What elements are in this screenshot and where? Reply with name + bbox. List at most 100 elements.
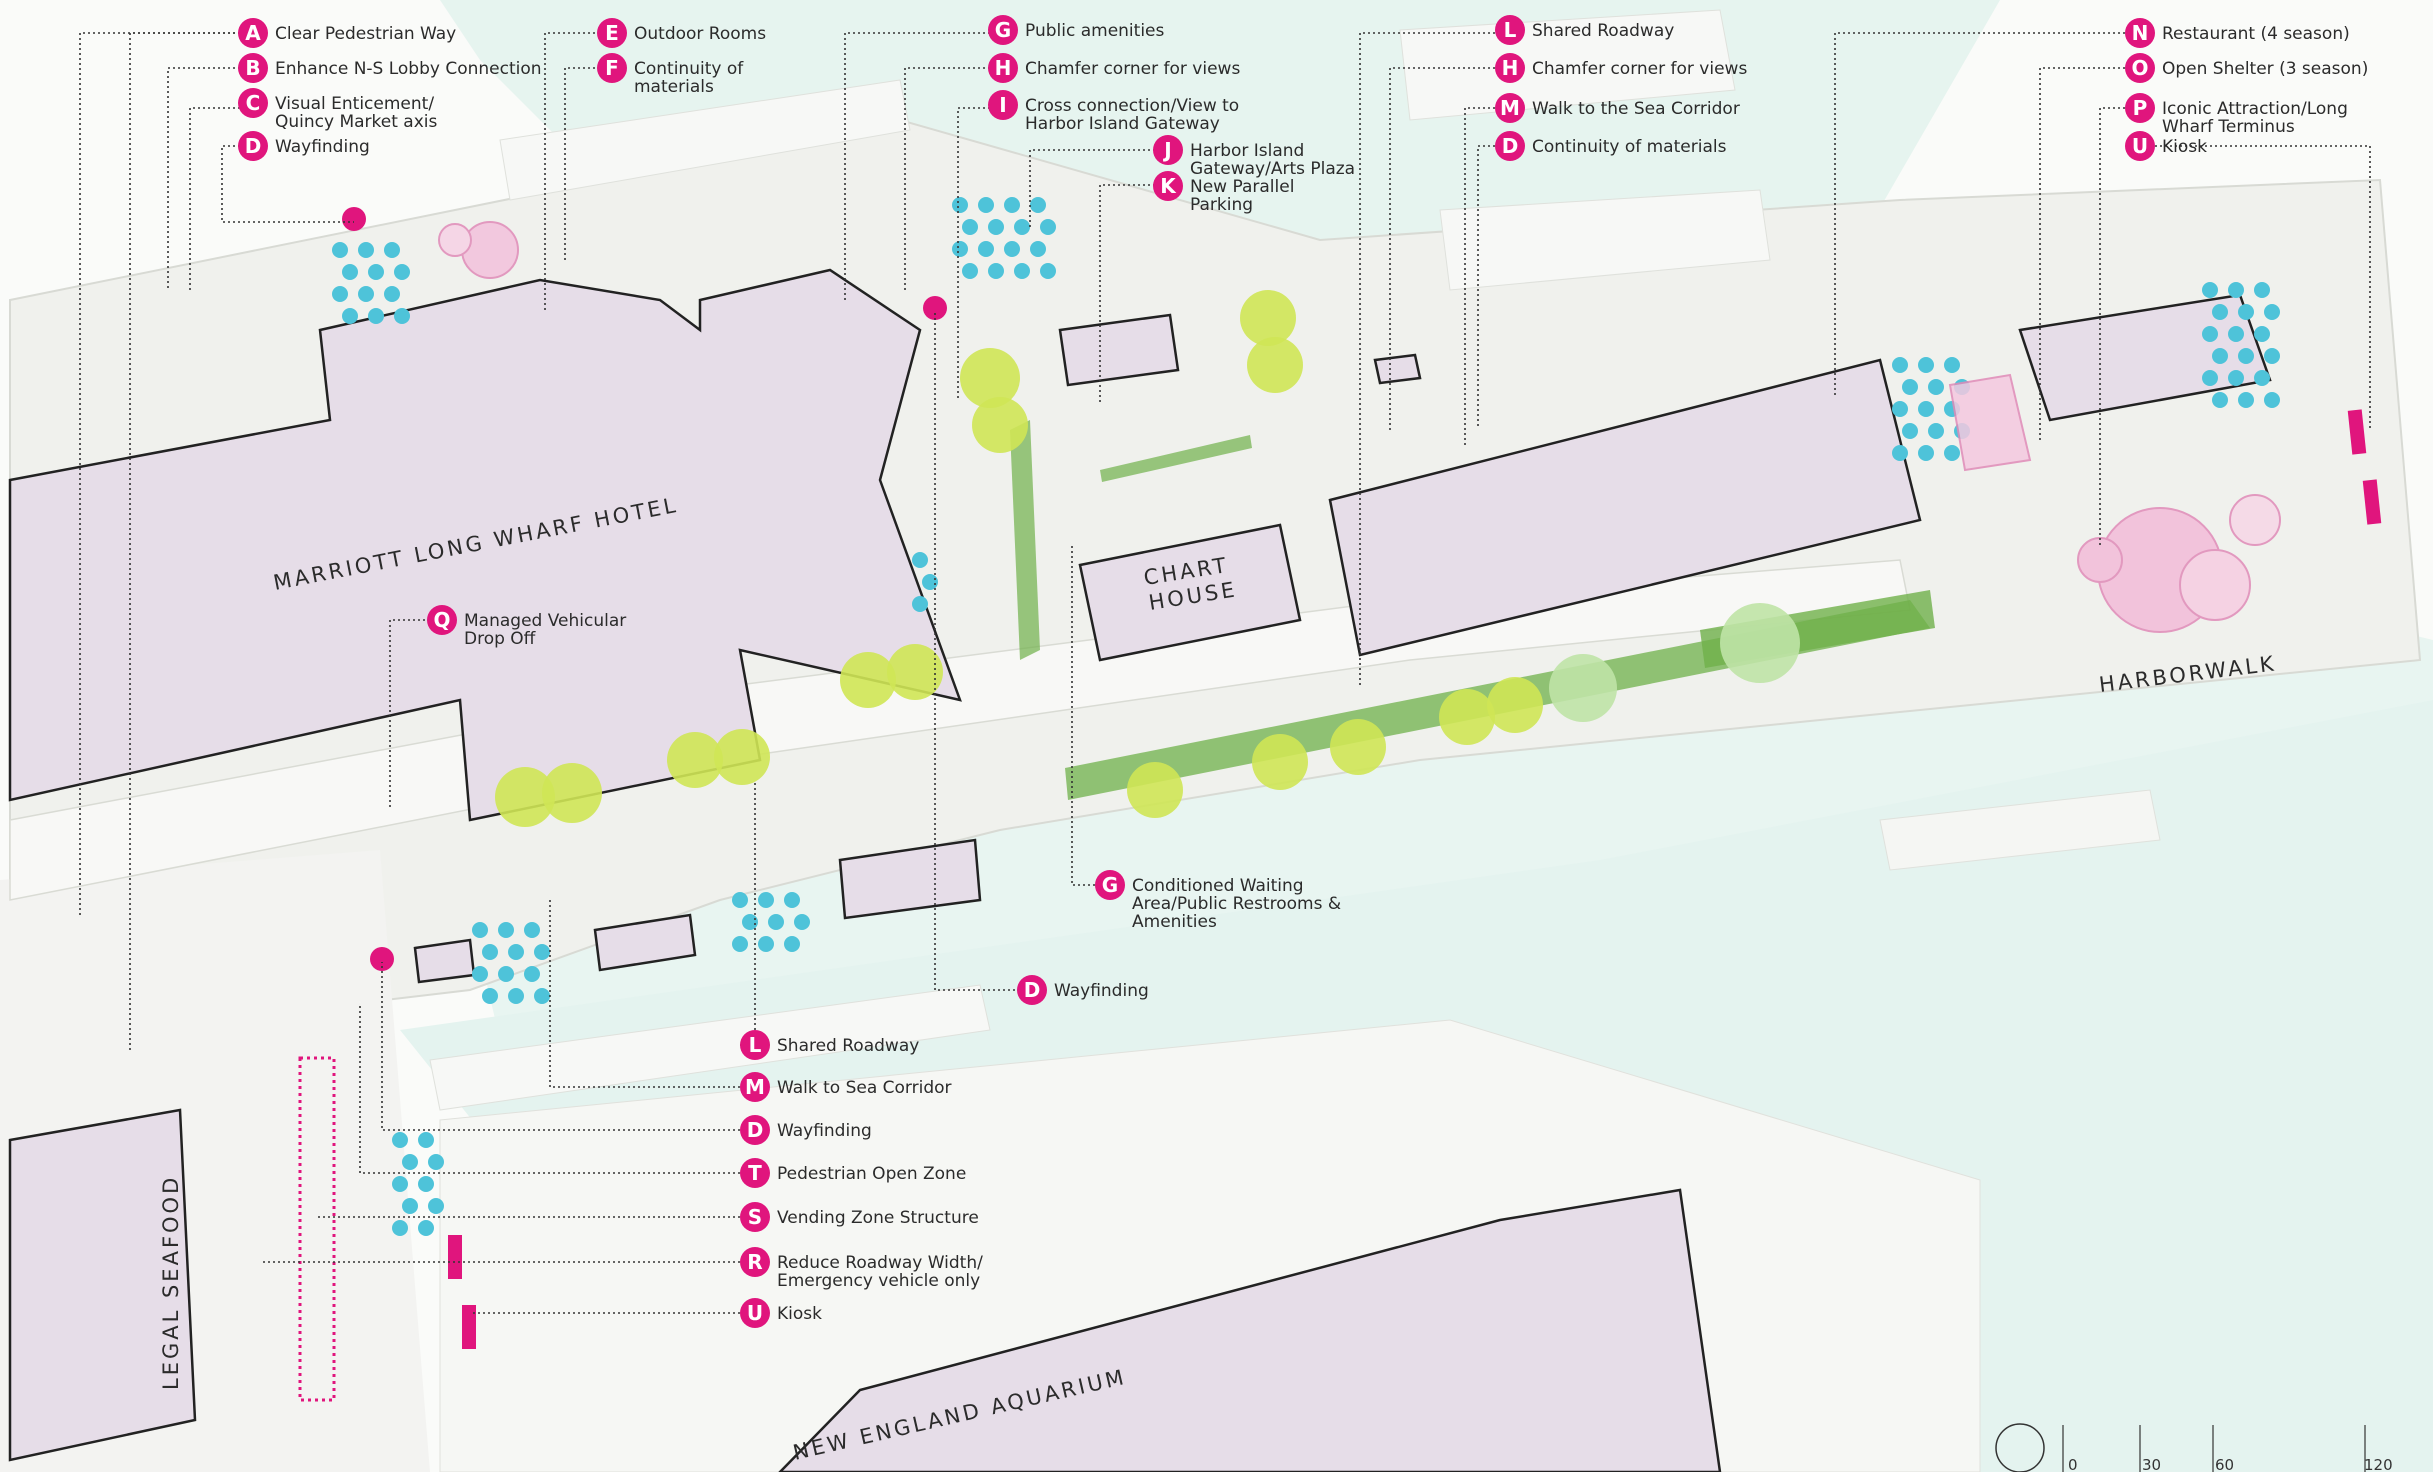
pier-south xyxy=(429,984,991,1111)
marriott-building xyxy=(8,268,962,822)
seat-table-1-2-0 xyxy=(524,922,540,938)
callout-text: Wharf Terminus xyxy=(2162,117,2295,137)
callout-badge xyxy=(740,1247,770,1277)
callout-text: materials xyxy=(634,77,714,97)
seat-table-6-1-1 xyxy=(428,1154,444,1170)
tree-6 xyxy=(960,348,1020,408)
scale-tick-120: 120 xyxy=(2364,1456,2393,1472)
callout-letter: J xyxy=(1162,138,1171,162)
callout-text: Continuity of materials xyxy=(1532,137,1727,157)
pier-north-1 xyxy=(1399,9,1736,121)
seat-table-2-2-1 xyxy=(794,914,810,930)
callout-badge xyxy=(1495,53,1525,83)
kiosk-building-1 xyxy=(838,838,982,920)
seat-table-6-0-3 xyxy=(402,1198,418,1214)
seat-table-0-1-3 xyxy=(368,308,384,324)
callout-d-3: D Wayfinding xyxy=(238,131,370,161)
seat-table-3-3-2 xyxy=(1030,241,1046,257)
seat-table-4-1-1 xyxy=(1928,379,1944,395)
seat-table-5-2-3 xyxy=(2264,348,2280,364)
callout-letter: U xyxy=(2132,134,2148,158)
callout-text: Wayfinding xyxy=(275,137,370,157)
callout-letter: D xyxy=(747,1118,764,1142)
seat-table-5-0-2 xyxy=(2202,326,2218,342)
callout-letter: D xyxy=(1502,134,1519,158)
tree-13 xyxy=(1439,689,1495,745)
seat-table-3-3-3 xyxy=(1040,263,1056,279)
tree-2 xyxy=(667,732,723,788)
outdoor-room-sculpture xyxy=(438,221,519,279)
tree-12 xyxy=(1330,719,1386,775)
callout-letter: T xyxy=(748,1161,762,1185)
callout-text: Visual Enticement/ xyxy=(275,94,434,114)
tree-8 xyxy=(1240,290,1296,346)
callout-badge xyxy=(2125,131,2155,161)
callout-text: Shared Roadway xyxy=(1532,21,1674,41)
planting-strip-4 xyxy=(1100,435,1252,482)
callout-m-23: M Walk to Sea Corridor xyxy=(740,1072,952,1102)
chart-house-building xyxy=(1078,523,1302,662)
callout-badge xyxy=(740,1202,770,1232)
seat-table-3-2-2 xyxy=(1004,241,1020,257)
tree-16 xyxy=(1720,603,1800,683)
kiosk-building-3 xyxy=(413,938,476,984)
callout-text: Harbor Island xyxy=(1190,141,1304,161)
seat-table-6-1-2 xyxy=(418,1176,434,1192)
callout-badge xyxy=(2125,93,2155,123)
callout-text: Reduce Roadway Width/ xyxy=(777,1253,983,1273)
seat-table-4-0-1 xyxy=(1902,379,1918,395)
callout-letter: D xyxy=(245,134,262,158)
callout-letter: M xyxy=(745,1075,765,1099)
seat-table-4-0-3 xyxy=(1902,423,1918,439)
callout-badge xyxy=(988,15,1018,45)
wharf-shed-building xyxy=(1328,358,1922,657)
tree-5 xyxy=(887,644,943,700)
callout-text: Harbor Island Gateway xyxy=(1025,114,1220,134)
pier-north-3 xyxy=(499,79,911,201)
tree-15 xyxy=(1549,654,1617,722)
callout-text: Parking xyxy=(1190,195,1253,215)
scale-bar: 0 30 60 120 xyxy=(1995,1423,2393,1472)
seat-table-2-1-0 xyxy=(758,892,774,908)
seat-table-5-1-0 xyxy=(2228,282,2244,298)
callout-letter: D xyxy=(1024,978,1041,1002)
seat-table-3-2-3 xyxy=(1014,263,1030,279)
callout-text: Open Shelter (3 season) xyxy=(2162,59,2368,79)
scale-tick-0: 0 xyxy=(2068,1456,2078,1472)
seat-table-5-0-5 xyxy=(2212,392,2228,408)
callout-badge xyxy=(1017,975,1047,1005)
small-structure xyxy=(1373,353,1422,385)
seat-table-1-1-2 xyxy=(498,966,514,982)
callout-letter: S xyxy=(748,1205,762,1229)
tree-11 xyxy=(1252,734,1308,790)
seat-table-6-1-0 xyxy=(418,1132,434,1148)
seat-table-3-1-1 xyxy=(988,219,1004,235)
callout-text: Walk to Sea Corridor xyxy=(777,1078,952,1098)
seat-table-3-1-3 xyxy=(988,263,1004,279)
callout-letter: B xyxy=(245,56,260,80)
callout-text: Quincy Market axis xyxy=(275,112,438,132)
callout-letter: R xyxy=(747,1250,762,1274)
callout-letter: H xyxy=(1502,56,1519,80)
tree-0 xyxy=(495,767,555,827)
leader-lines xyxy=(79,32,2371,1314)
kiosk-building-2 xyxy=(593,913,697,972)
seat-table-0-2-2 xyxy=(384,286,400,302)
callout-badge xyxy=(238,53,268,83)
seat-table-4-1-3 xyxy=(1928,423,1944,439)
seat-table-4-0-2 xyxy=(1892,401,1908,417)
seat-table-7-0-0 xyxy=(912,552,928,568)
callout-text: Area/Public Restrooms & xyxy=(1132,894,1341,914)
seat-table-0-0-0 xyxy=(332,242,348,258)
seat-table-5-2-5 xyxy=(2264,392,2280,408)
callout-text: Restaurant (4 season) xyxy=(2162,24,2350,44)
seat-table-1-0-2 xyxy=(472,966,488,982)
seat-table-4-2-0 xyxy=(1944,357,1960,373)
seat-table-2-2-2 xyxy=(784,936,800,952)
